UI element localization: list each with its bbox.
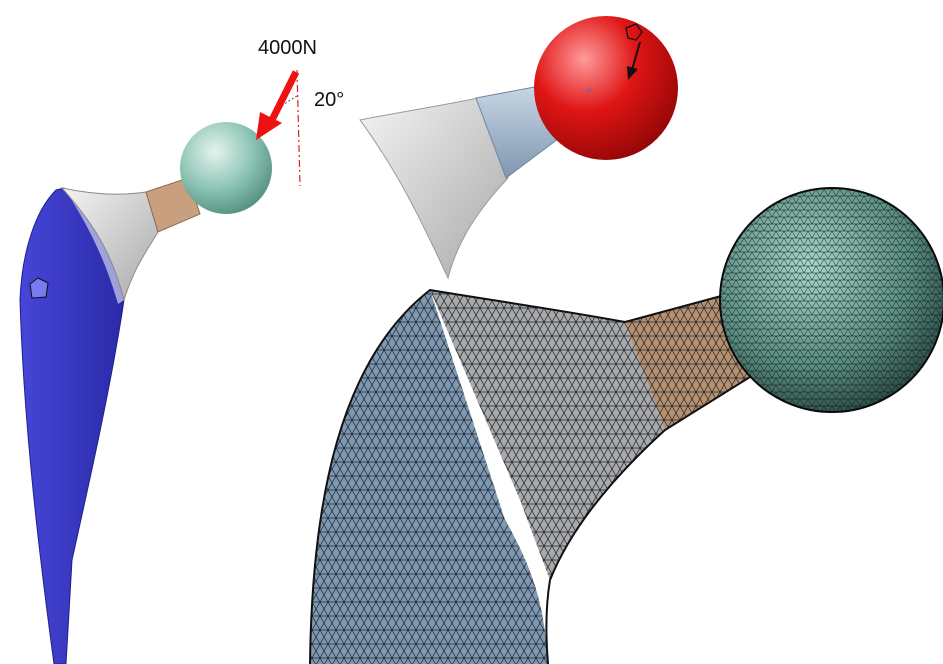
- head-mesh-outline: [719, 187, 943, 413]
- load-arrow-head: [256, 112, 282, 140]
- mesh-outline: [309, 288, 760, 664]
- head-mesh-region: [720, 188, 943, 412]
- femoral-head-teal: [180, 122, 272, 214]
- constrained-head-model: +: [359, 16, 678, 280]
- femoral-head-red: [534, 16, 678, 160]
- constraint-marker: [625, 23, 643, 41]
- angle-arc: [279, 95, 298, 109]
- marker-pentagon: [29, 277, 49, 299]
- neck-collar-grey: [359, 97, 509, 280]
- force-label: 4000N: [258, 37, 317, 59]
- neck-collar: [60, 187, 159, 302]
- load-arrow-shaft: [268, 70, 300, 122]
- stem-shoulder-edge: [64, 188, 124, 304]
- finite-element-mesh-model: [309, 187, 943, 664]
- constraint-arrow-head: [627, 66, 638, 80]
- head-center-cross: +: [586, 85, 592, 97]
- load-reference-line: [296, 69, 301, 187]
- angle-label: 20°: [314, 89, 344, 111]
- constraint-arrow-shaft: [631, 41, 641, 71]
- loaded-implant-model: 4000N 20°: [19, 37, 344, 664]
